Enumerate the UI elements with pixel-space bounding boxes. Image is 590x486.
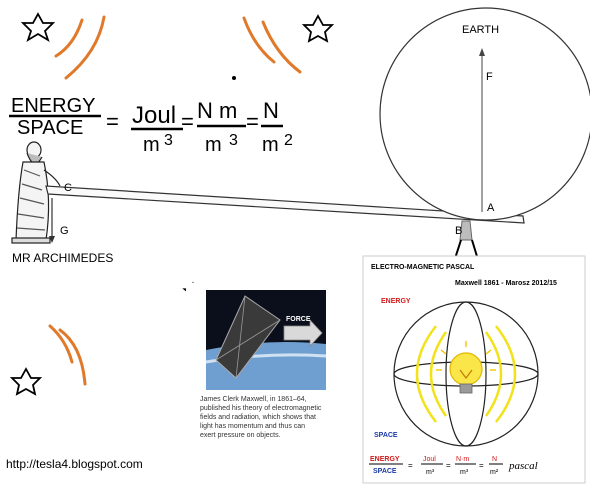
formula-equals-2: = [446,461,451,470]
eq-joul: Joul [132,102,176,129]
force-arrow-icon [283,318,323,348]
energy-label: ENERGY [381,298,411,305]
maxwell-caption-line-3: fields and radiation, which shows that [200,414,316,421]
eq-equals-1: = [106,109,119,134]
formula-equals-1: = [408,461,413,470]
eq-m-1: m [143,134,160,156]
formula-energy: ENERGY [370,456,400,463]
space-label: SPACE [374,432,398,439]
pascal-subtitle: Maxwell 1861 - Marosz 2012/15 [455,280,557,287]
star-icon-bottom-left [9,367,43,396]
eq-equals-3: = [246,109,259,134]
earth: EARTH F A [379,7,590,221]
wave-marks-top-left [54,15,106,80]
maxwell-caption-line-5: exert pressure on objects. [200,432,281,439]
force-label: FORCE [286,316,311,323]
lever: C G [45,182,525,243]
star-icon-top-left [20,12,56,43]
field-lines [415,325,517,423]
archimedes-label: MR ARCHIMEDES [12,251,113,265]
eq-nm: N m [197,98,237,123]
blog-url: http://tesla4.blogspot.com [6,457,143,471]
eq-m-3: m [262,134,279,156]
formula-nm: N·m [456,456,469,463]
eq-square: 2 [284,132,293,149]
electromagnetic-pascal-panel: ELECTRO-MAGNETIC PASCAL Maxwell 1861 - M… [362,255,586,484]
eq-cube-1: 3 [164,132,173,149]
light-bulb-icon [436,341,496,394]
eq-cube-2: 3 [229,132,238,149]
earth-label: EARTH [462,24,499,36]
energy-space-equation: ENERGY SPACE = Joul m 3 = N m m 3 = N m … [9,95,293,156]
label-point-a: A [487,202,495,214]
formula-n: N [492,456,497,463]
archimedes-figure [11,141,61,244]
pascal-unit: pascal [508,460,538,472]
eq-denominator: SPACE [17,117,83,139]
dot-mark [232,76,236,80]
wave-marks-bottom-left [48,324,87,386]
pascal-title: ELECTRO-MAGNETIC PASCAL [371,264,475,271]
formula-joul: Joul [423,456,436,463]
formula-m3-1: m³ [426,469,435,476]
formula-equals-3: = [479,461,484,470]
maxwell-caption-line-2: published his theory of electromagnetic [200,405,322,412]
eq-m-2: m [205,134,222,156]
maxwell-caption-line-1: James Clerk Maxwell, in 1861–64, [200,396,307,403]
star-icon-top-middle [301,14,335,43]
pascal-formula: ENERGY SPACE = Joul m³ = N·m m³ = N m² p… [369,456,538,476]
eq-n: N [263,98,279,123]
formula-m2: m² [490,469,499,476]
formula-space: SPACE [373,468,397,475]
formula-m3-2: m³ [460,469,469,476]
wave-marks-top-middle [242,16,302,74]
eq-equals-2: = [181,109,194,134]
label-point-c: C [64,182,72,194]
label-point-b: B [455,225,462,237]
maxwell-caption-line-4: light has momentum and thus can [200,423,305,430]
solar-sail-panel: FORCE James Clerk Maxwell, in 1861–64, p… [186,283,332,449]
label-force: F [486,71,493,83]
label-point-g: G [60,225,69,237]
eq-numerator: ENERGY [11,95,95,117]
